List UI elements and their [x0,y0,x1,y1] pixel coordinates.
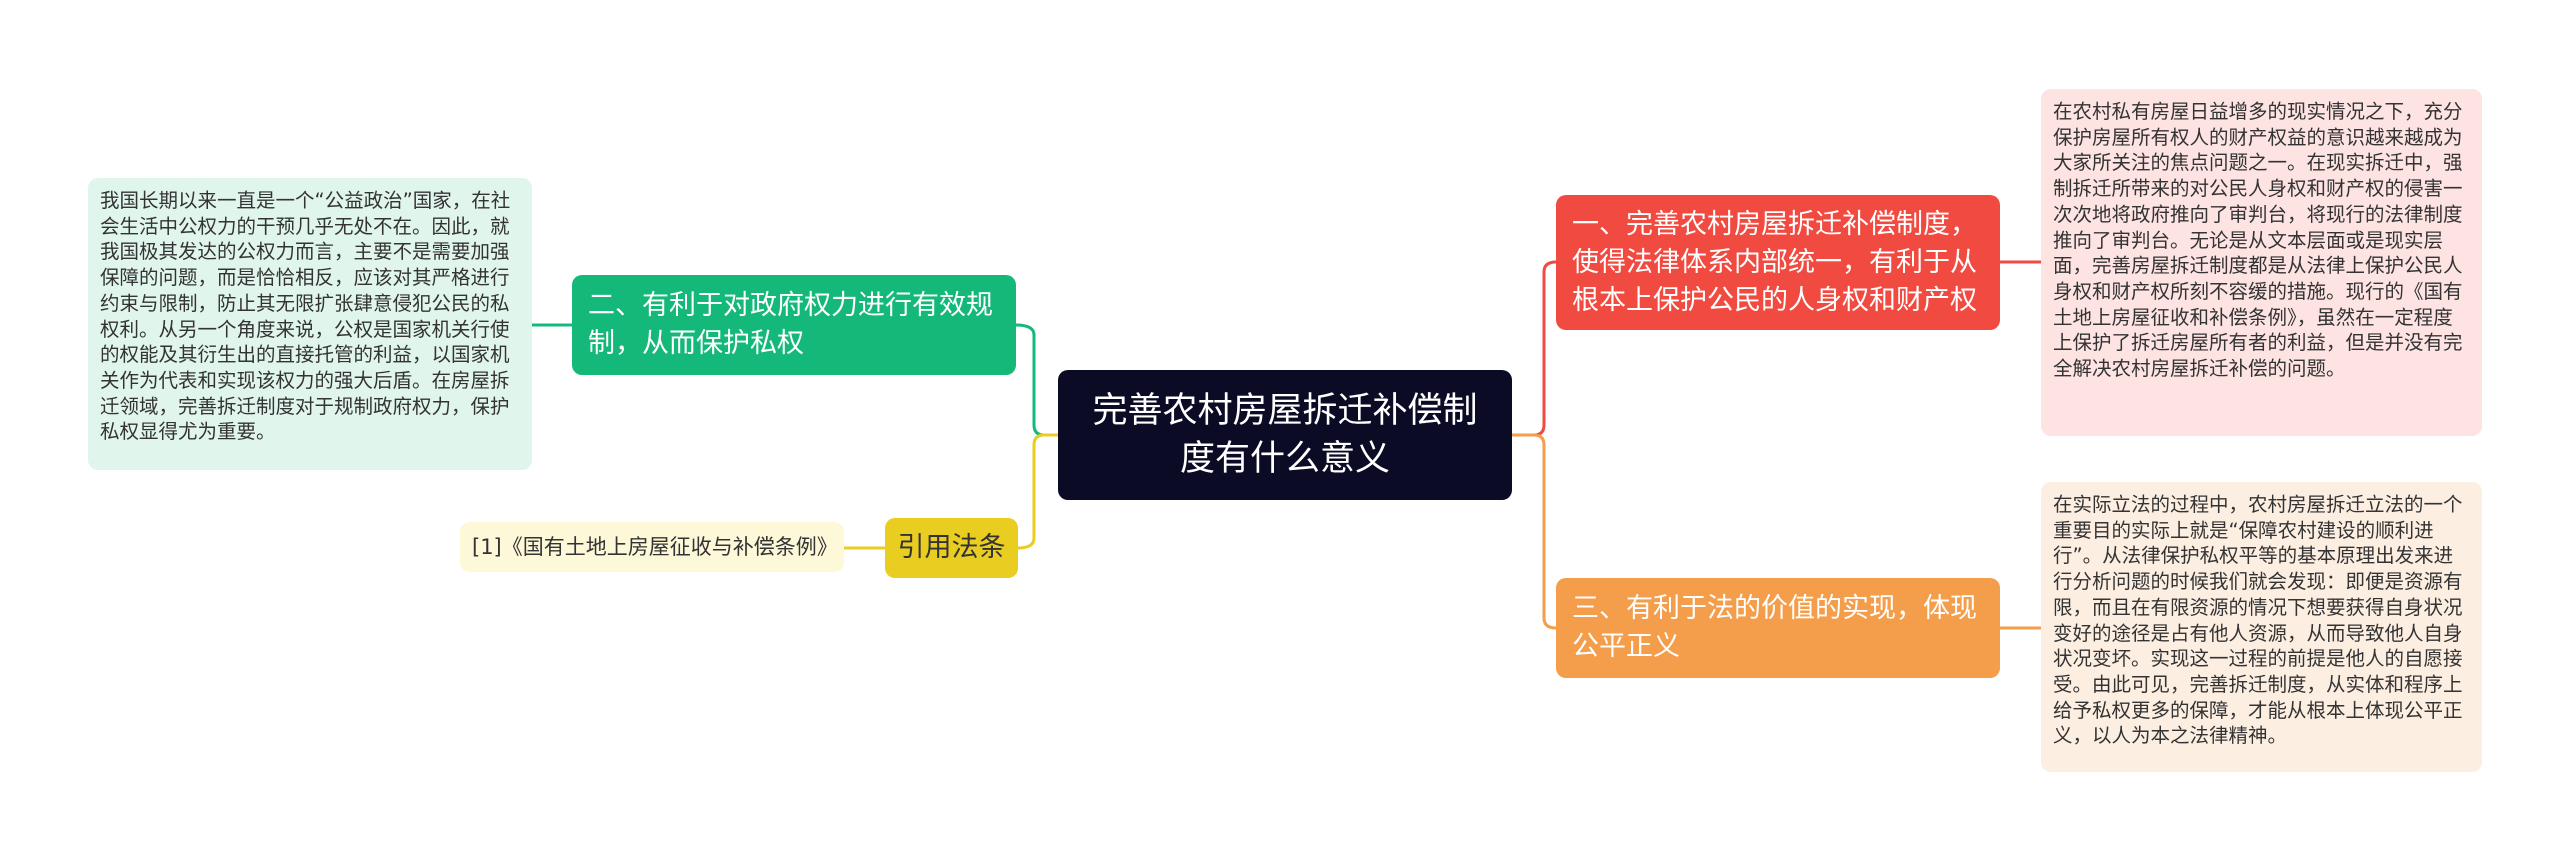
link-root-branch4 [1017,433,1058,550]
branch-label: 一、完善农村房屋拆迁补偿制度，使得法律体系内部统一，有利于从根本上保护公民的人身… [1572,208,1977,316]
link-root-branch3 [1512,433,1557,630]
root-topic[interactable]: 完善农村房屋拆迁补偿制度有什么意义 [1058,370,1512,500]
branch-fairness-justice[interactable]: 三、有利于法的价值的实现，体现公平正义 [1556,578,2000,678]
root-topic-label: 完善农村房屋拆迁补偿制度有什么意义 [1092,391,1478,479]
detail-fairness-justice[interactable]: 在实际立法的过程中，农村房屋拆迁立法的一个重要目的实际上就是“保障农村建设的顺利… [2041,482,2482,772]
detail-unified-legal-system[interactable]: 在农村私有房屋日益增多的现实情况之下，充分保护房屋所有权人的财产权益的意识越来越… [2041,89,2482,436]
detail-text: [1]《国有土地上房屋征收与补偿条例》 [472,535,838,559]
link-root-branch1 [1512,260,1557,437]
branch-label: 二、有利于对政府权力进行有效规制，从而保护私权 [588,290,993,359]
link-root-branch2 [1015,323,1058,437]
branch-label: 引用法条 [897,532,1006,563]
branch-label: 三、有利于法的价值的实现，体现公平正义 [1572,593,1977,662]
detail-text: 在实际立法的过程中，农村房屋拆迁立法的一个重要目的实际上就是“保障农村建设的顺利… [2053,493,2463,748]
detail-text: 我国长期以来一直是一个“公益政治”国家，在社会生活中公权力的干预几乎无处不在。因… [100,189,511,444]
detail-cited-law-item[interactable]: [1]《国有土地上房屋征收与补偿条例》 [460,522,844,572]
branch-cited-laws[interactable]: 引用法条 [885,518,1018,578]
branch-unified-legal-system[interactable]: 一、完善农村房屋拆迁补偿制度，使得法律体系内部统一，有利于从根本上保护公民的人身… [1556,195,2000,330]
detail-text: 在农村私有房屋日益增多的现实情况之下，充分保护房屋所有权人的财产权益的意识越来越… [2053,100,2463,381]
detail-regulate-government-power[interactable]: 我国长期以来一直是一个“公益政治”国家，在社会生活中公权力的干预几乎无处不在。因… [88,178,532,470]
branch-regulate-government-power[interactable]: 二、有利于对政府权力进行有效规制，从而保护私权 [572,275,1016,375]
